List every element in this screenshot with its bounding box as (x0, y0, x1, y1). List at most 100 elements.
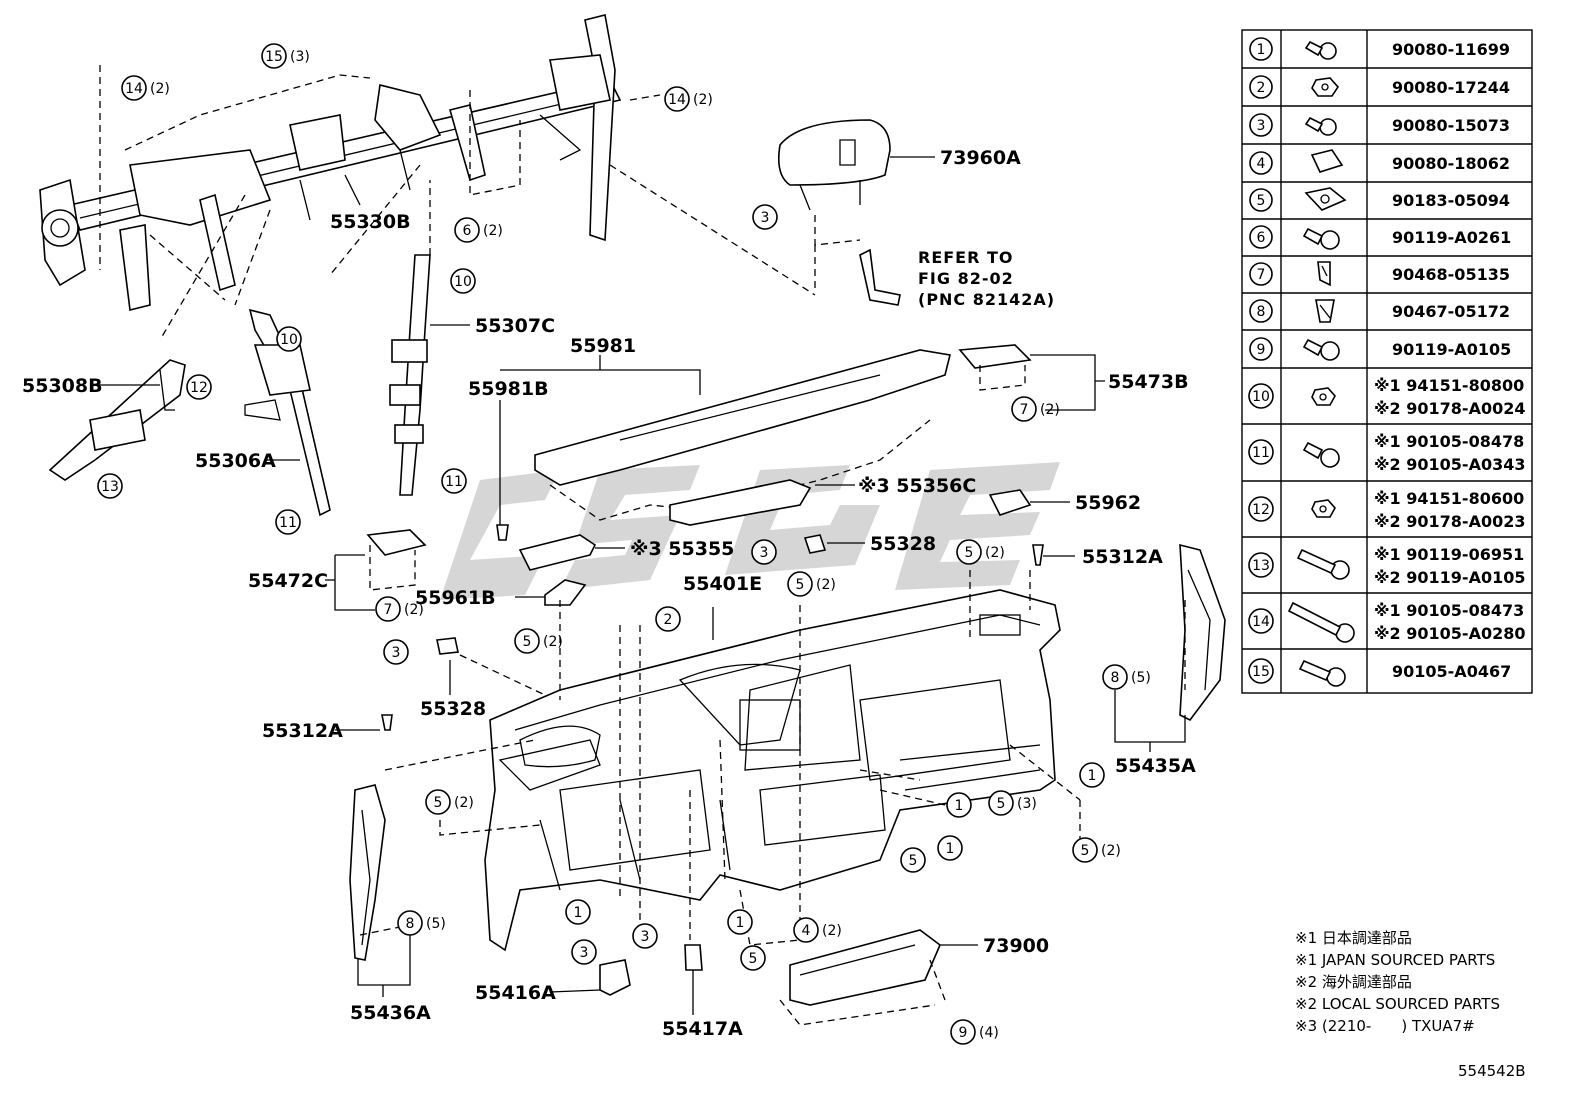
svg-text:3: 3 (392, 645, 401, 661)
svg-text:11: 11 (1252, 445, 1270, 461)
callout-5: 5 (900, 847, 926, 873)
callout-2: 2 (655, 606, 681, 632)
part-label: 55308B (22, 375, 103, 397)
svg-text:3: 3 (1257, 118, 1266, 134)
part-label: 55473B (1108, 371, 1189, 393)
svg-text:(2): (2) (150, 81, 170, 97)
part-label: 55416A (475, 982, 556, 1004)
fastener-code: 90080-11699 (1392, 40, 1510, 59)
svg-text:(3): (3) (1017, 796, 1037, 812)
part-label: 55417A (662, 1018, 743, 1040)
callout-7: 7(2) (1011, 396, 1060, 422)
callout-3: 3 (383, 639, 409, 665)
fastener-code: 90080-15073 (1392, 116, 1510, 135)
svg-text:3: 3 (641, 929, 650, 945)
svg-text:1: 1 (736, 915, 745, 931)
svg-text:15: 15 (1252, 664, 1270, 680)
refer-line: REFER TO (918, 248, 1014, 267)
svg-text:11: 11 (279, 515, 297, 531)
part-label: 55401E (683, 573, 762, 595)
callout-5: 5(2) (425, 789, 474, 815)
part-label: 55961B (415, 587, 496, 609)
callout-12: 12 (186, 374, 212, 400)
part-label: 55435A (1115, 755, 1196, 777)
callout-11: 11 (441, 468, 467, 494)
refer-line: (PNC 82142A) (918, 290, 1055, 309)
bolt-icon (1304, 116, 1337, 136)
fastener-code: ※1 94151-80800 (1374, 376, 1524, 395)
part-label: ※3 55355 (630, 538, 734, 560)
fastener-code: 90080-17244 (1392, 78, 1510, 97)
svg-text:(2): (2) (693, 92, 713, 108)
svg-text:1: 1 (574, 905, 583, 921)
svg-text:5: 5 (523, 634, 532, 650)
clip-nut-icon (1310, 149, 1344, 173)
fastener-code: 90467-05172 (1392, 302, 1510, 321)
callout-1: 1 (937, 835, 963, 861)
svg-text:(5): (5) (426, 916, 446, 932)
diagram-id: 554542B (1458, 1062, 1526, 1080)
refer-line: FIG 82-02 (918, 269, 1014, 288)
svg-text:4: 4 (1257, 156, 1266, 172)
callout-5: 5(2) (787, 571, 836, 597)
part-label: 55328 (420, 698, 486, 720)
callout-14: 14(2) (664, 86, 713, 112)
svg-text:13: 13 (101, 479, 119, 495)
svg-text:4: 4 (802, 923, 811, 939)
bolt-icon (1287, 601, 1355, 643)
callout-14: 14 (2) (121, 75, 170, 101)
callout-1: 1 (565, 899, 591, 925)
callout-3: 3 (752, 204, 778, 230)
svg-text:8: 8 (406, 916, 415, 932)
part-label: 55328 (870, 533, 936, 555)
callout-3: 3 (571, 939, 597, 965)
part-label: 55436A (350, 1002, 431, 1024)
callout-8: 8 (5) (397, 910, 446, 936)
svg-text:5: 5 (1257, 193, 1266, 209)
nut-icon (1311, 387, 1336, 406)
part-label: 55981 (570, 335, 636, 357)
steering-support-55330B (39, 14, 622, 311)
glovebox-73900 (789, 929, 941, 1006)
airbag-73960A (777, 119, 891, 211)
svg-text:15: 15 (265, 49, 283, 65)
svg-text:12: 12 (1252, 502, 1270, 518)
fastener-code: ※1 90105-08473 (1374, 601, 1524, 620)
svg-text:(2): (2) (543, 634, 563, 650)
fastener-codes: 90080-11699 90080-17244 90080-15073 9008… (1374, 40, 1525, 681)
callout-1: 1 (946, 792, 972, 818)
note-line: ※3 (2210- ) TXUA7# (1295, 1017, 1475, 1035)
fastener-code: 90080-18062 (1392, 154, 1510, 173)
fastener-code: 90183-05094 (1392, 191, 1510, 210)
callout-10: 10 (276, 326, 302, 352)
svg-text:5: 5 (997, 796, 1006, 812)
svg-text:14: 14 (1252, 614, 1270, 630)
svg-text:5: 5 (796, 577, 805, 593)
part-label: 55312A (1082, 546, 1163, 568)
note-line: ※2 海外調達部品 (1295, 973, 1412, 991)
clip-icon (1317, 261, 1331, 287)
fastener-code: 90119-A0261 (1392, 228, 1511, 247)
part-label: 73900 (983, 935, 1049, 957)
callout-6: 6(2) (454, 217, 503, 243)
bracket-refer (859, 248, 901, 306)
svg-text:(2): (2) (1040, 402, 1060, 418)
nut-icon (1311, 77, 1340, 97)
part-label: 73960A (940, 147, 1021, 169)
svg-text:10: 10 (280, 332, 298, 348)
svg-text:12: 12 (190, 380, 208, 396)
svg-text:1: 1 (1257, 42, 1266, 58)
sourcing-notes: ※1 日本調達部品 ※1 JAPAN SOURCED PARTS ※2 海外調達… (1295, 929, 1500, 1035)
bolt-icon (1304, 40, 1337, 60)
svg-text:14: 14 (125, 81, 143, 97)
callout-1: 1 (1079, 762, 1105, 788)
svg-text:1: 1 (955, 798, 964, 814)
svg-text:10: 10 (454, 274, 472, 290)
callout-9: 9(4) (950, 1019, 999, 1045)
svg-text:10: 10 (1252, 389, 1270, 405)
svg-text:(2): (2) (404, 602, 424, 618)
callout-5: 5(2) (1072, 837, 1121, 863)
callout-5: 5 (740, 945, 766, 971)
callout-13: 13 (97, 473, 123, 499)
svg-text:11: 11 (445, 474, 463, 490)
